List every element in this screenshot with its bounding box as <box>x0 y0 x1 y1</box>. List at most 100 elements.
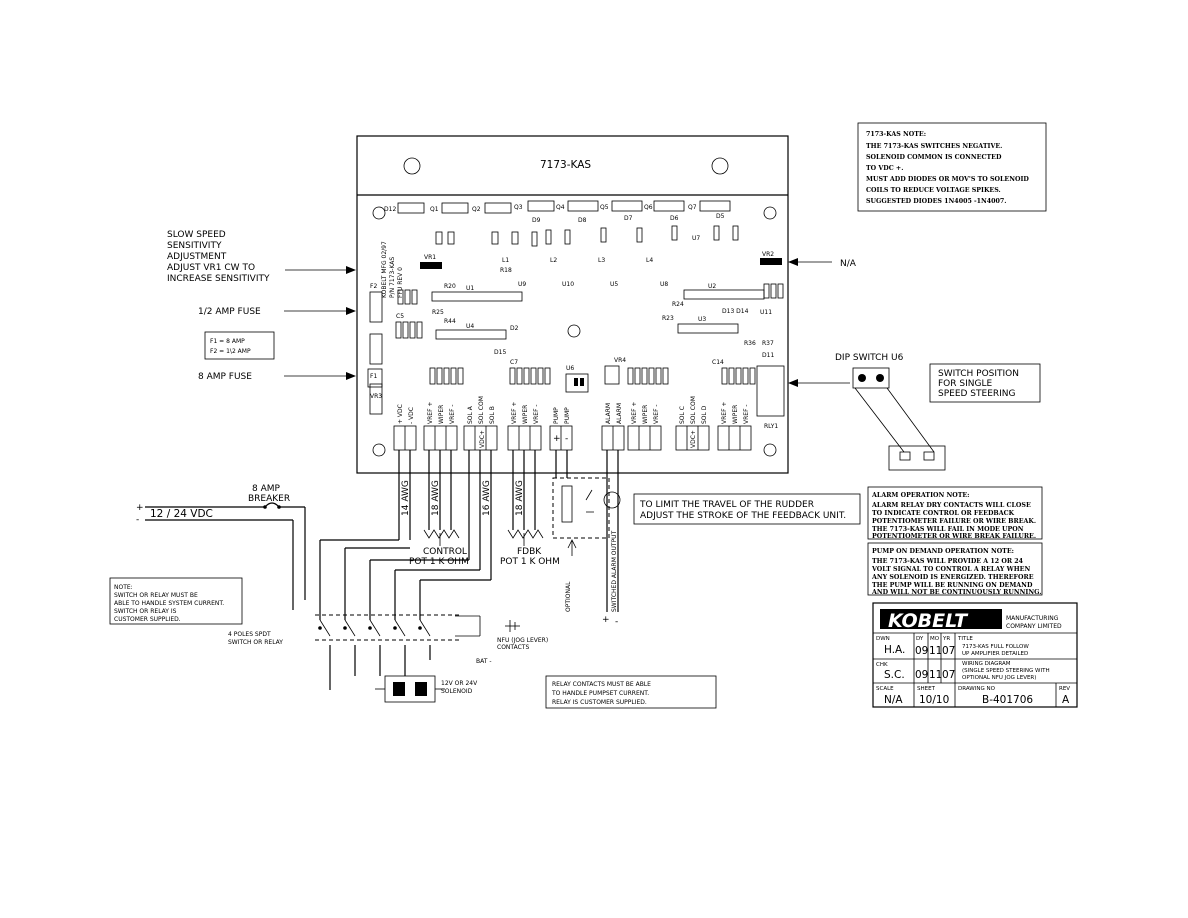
solenoid-line-1: 12V OR 24V <box>441 680 478 687</box>
terminal-label: - VDC <box>408 407 415 424</box>
terminal-label: SOL A <box>467 405 474 424</box>
comp-label: Q2 <box>472 206 481 213</box>
control-pot-line-2: POT 1 K OHM <box>409 557 469 567</box>
nfu-label-line-2: CONTACTS <box>497 644 529 651</box>
terminal-label: SOL COM <box>478 396 485 424</box>
sheet-value: 10/10 <box>919 694 949 706</box>
comp-label: VR3 <box>370 393 382 400</box>
drawing-no-value: B-401706 <box>982 694 1033 706</box>
fuse-rating-f2: F2 = 1\2 AMP <box>210 348 251 355</box>
half-amp-fuse-label: 1/2 AMP FUSE <box>198 307 261 317</box>
terminal-label: VDC+ <box>690 430 697 448</box>
terminal-label: ALARM <box>616 403 623 424</box>
kas-note-line: MUST ADD DIODES OR MOV'S TO SOLENOID <box>866 176 1029 183</box>
comp-label: L2 <box>550 257 557 264</box>
pump-note-box: PUMP ON DEMAND OPERATION NOTE: THE 7173-… <box>867 542 1043 596</box>
switch-note-line: SWITCH OR RELAY IS <box>114 608 177 615</box>
supply-minus: - <box>136 515 139 525</box>
comp-label: U8 <box>660 281 668 288</box>
title-line: OPTIONAL NFU JOG LEVER) <box>962 675 1036 681</box>
company-logo: KOBELT <box>888 610 969 632</box>
comp-label: U3 <box>698 316 706 323</box>
chk-day: 09 <box>915 669 928 681</box>
supply-voltage: 12 / 24 VDC <box>150 508 213 520</box>
terminal-label: PUMP <box>564 407 571 424</box>
awg-16-label: 16 AWG <box>482 480 492 516</box>
comp-label: R25 <box>432 309 444 316</box>
comp-label: R36 <box>744 340 756 347</box>
eight-amp-fuse-callout: 8 AMP FUSE <box>198 372 356 382</box>
alarm-note-title: ALARM OPERATION NOTE: <box>871 492 970 499</box>
comp-label: R20 <box>444 283 456 290</box>
terminal-label: SOL B <box>489 406 496 424</box>
pump-note-line: THE PUMP WILL BE RUNNING ON DEMAND <box>872 582 1033 589</box>
terminal-blocks <box>393 425 752 451</box>
title-line: (SINGLE SPEED STEERING WITH <box>962 668 1050 674</box>
comp-label: D13 D14 <box>722 308 749 315</box>
relay-note-line: RELAY CONTACTS MUST BE ABLE <box>552 681 651 688</box>
terminal-label: VDC+ <box>479 430 486 448</box>
scale-value: N/A <box>884 694 903 706</box>
rev-value: A <box>1062 694 1070 706</box>
title-line: 7173-KAS FULL FOLLOW <box>962 644 1029 650</box>
comp-label: U6 <box>566 365 574 372</box>
pump-note-line: ANY SOLENOID IS ENERGIZED. THEREFORE <box>871 574 1034 581</box>
comp-label: VR1 <box>424 254 436 261</box>
dy-label: DY <box>916 636 924 642</box>
wiring: + - 8 AMP BREAKER 12 / 24 VDC 14 AWG 18 … <box>136 450 621 703</box>
board-silk-2: P/N 7173-KAS <box>389 257 396 298</box>
alarm-plus: + <box>602 615 610 625</box>
comp-label: U5 <box>610 281 618 288</box>
switch-position-line-2: FOR SINGLE <box>938 379 992 389</box>
terminal-label: VREF + <box>631 402 638 424</box>
pump-plus: + <box>553 434 561 444</box>
kas-note-line: SOLENOID COMMON IS CONNECTED <box>866 154 1002 161</box>
fuse-label-f1: F1 <box>370 373 377 380</box>
alarm-note-line: TO INDICATE CONTROL OR FEEDBACK <box>872 510 1015 517</box>
comp-label: Q1 <box>430 206 439 213</box>
title-line: UP AMPLIFIER DETAILED <box>962 651 1028 657</box>
alarm-minus: - <box>615 617 618 627</box>
slow-speed-callout: SLOW SPEED SENSITIVITY ADJUSTMENT ADJUST… <box>167 230 356 284</box>
comp-label: U11 <box>760 309 772 316</box>
switch-note-line: SWITCH OR RELAY MUST BE <box>114 592 198 599</box>
comp-label: C7 <box>510 359 518 366</box>
kas-note-line: SUGGESTED DIODES 1N4005 -1N4007. <box>866 198 1007 205</box>
terminal-label: SOL C <box>679 406 686 424</box>
rudder-travel-note: TO LIMIT THE TRAVEL OF THE RUDDER ADJUST… <box>633 493 861 525</box>
terminal-label: ALARM <box>605 403 612 424</box>
terminal-label: SOL COM <box>690 396 697 424</box>
switched-alarm-label: SWITCHED ALARM OUTPUT <box>611 530 618 612</box>
kas-note-box: 7173-KAS NOTE: THE 7173-KAS SWITCHES NEG… <box>857 122 1047 212</box>
dwn-month: 11 <box>929 645 942 657</box>
terminal-label: VREF - <box>743 404 750 424</box>
comp-label: Q6 <box>644 204 653 211</box>
eight-amp-fuse-label: 8 AMP FUSE <box>198 372 252 382</box>
awg-14-label: 14 AWG <box>401 480 411 516</box>
comp-label: D11 <box>762 352 774 359</box>
switch-note-line: ABLE TO HANDLE SYSTEM CURRENT. <box>114 600 224 607</box>
comp-label: U4 <box>466 323 474 330</box>
terminal-label: VREF - <box>533 404 540 424</box>
slow-speed-line-3: ADJUSTMENT <box>167 252 227 262</box>
relay-note-line: RELAY IS CUSTOMER SUPPLIED. <box>552 699 647 706</box>
pump-note-line: VOLT SIGNAL TO CONTROL A RELAY WHEN <box>871 566 1030 573</box>
comp-label: U2 <box>708 283 716 290</box>
breaker-line-1: 8 AMP <box>252 484 281 494</box>
na-label: N/A <box>840 259 857 269</box>
chk-value: S.C. <box>884 669 905 681</box>
fuse-rating-f1: F1 = 8 AMP <box>210 338 245 345</box>
comp-label: D5 <box>716 213 725 220</box>
sheet-label: SHEET <box>917 686 936 692</box>
relay-contacts-note: RELAY CONTACTS MUST BE ABLE TO HANDLE PU… <box>545 675 717 709</box>
terminal-label: WIPER <box>732 405 739 424</box>
chk-year: 07 <box>942 669 955 681</box>
bat-label: BAT - <box>476 658 492 665</box>
comp-label: Q4 <box>556 204 565 211</box>
dwn-value: H.A. <box>884 644 905 656</box>
slow-speed-line-1: SLOW SPEED <box>167 230 226 240</box>
dwn-label: DWN <box>876 636 890 642</box>
comp-label: U7 <box>692 235 700 242</box>
terminal-label: VREF + <box>427 402 434 424</box>
